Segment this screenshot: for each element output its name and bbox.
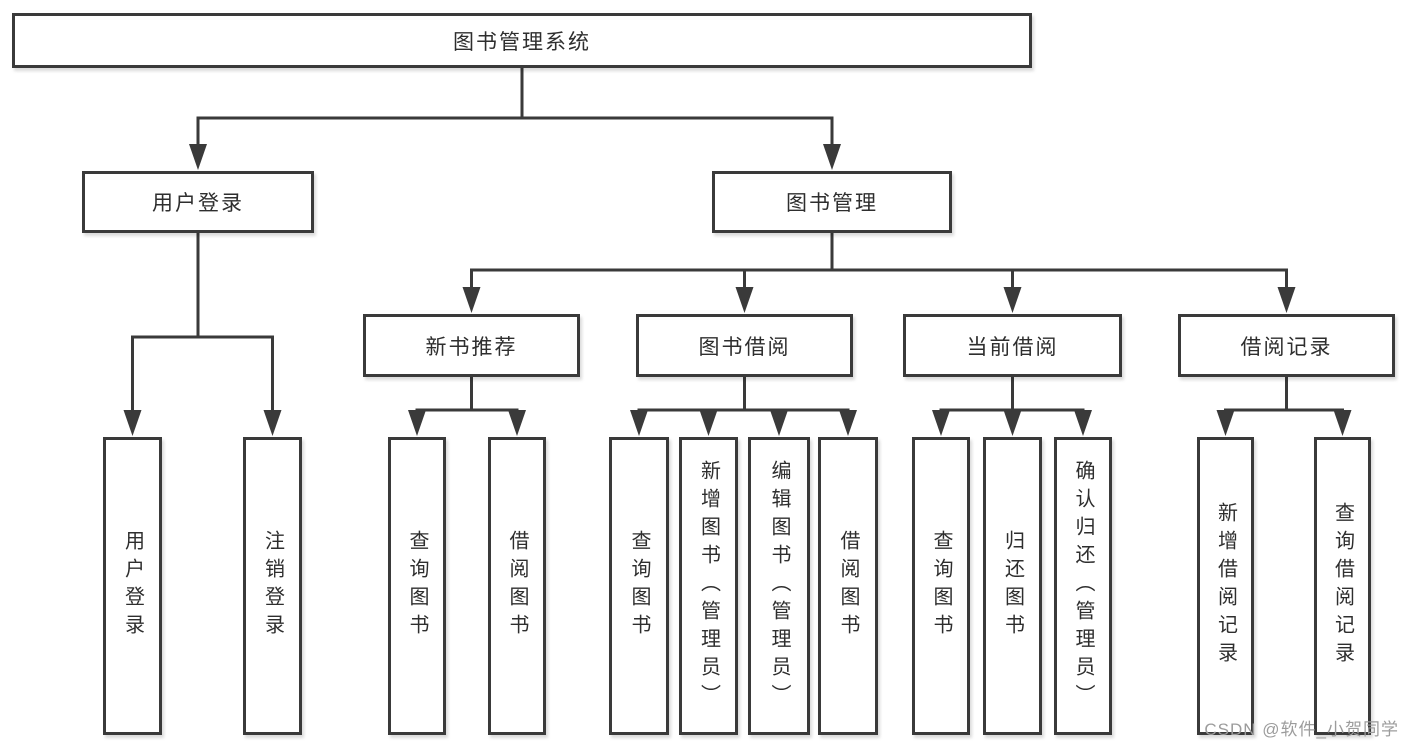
leaf-query-books-current: 查询图书 — [912, 437, 970, 735]
leaf-logout: 注销登录 — [243, 437, 302, 735]
node-borrow-records: 借阅记录 — [1178, 314, 1395, 377]
arrow-down-icon — [932, 410, 950, 436]
node-label: 新书推荐 — [425, 335, 518, 359]
csdn-watermark: CSDN @软件_小贺同学 — [1204, 720, 1399, 739]
node-label: 当前借阅 — [966, 335, 1059, 359]
arrow-down-icon — [1003, 410, 1022, 436]
leaf-label: 用户登录 — [121, 530, 144, 642]
arrow-down-icon — [735, 287, 754, 313]
arrow-down-icon — [770, 410, 788, 436]
leaf-borrow-books: 借阅图书 — [818, 437, 878, 735]
node-new-book-recommend: 新书推荐 — [363, 314, 580, 377]
node-label: 图书借阅 — [698, 335, 791, 359]
arrow-down-icon — [263, 410, 282, 436]
arrow-down-icon — [1074, 410, 1092, 436]
arrow-down-icon — [123, 410, 142, 436]
arrow-down-icon — [462, 287, 481, 313]
arrow-down-icon — [839, 410, 857, 436]
leaf-add-book-admin: 新增图书（管理员） — [679, 437, 738, 735]
leaf-query-borrow-record: 查询借阅记录 — [1314, 437, 1371, 735]
leaf-label: 借阅图书 — [506, 530, 528, 642]
leaf-label: 确认归还（管理员） — [1072, 460, 1094, 712]
node-user-login: 用户登录 — [82, 171, 314, 233]
node-library-system: 图书管理系统 — [12, 13, 1032, 68]
leaf-borrow-books-recommend: 借阅图书 — [488, 437, 546, 735]
arrow-down-icon — [823, 144, 841, 170]
arrow-down-icon — [189, 144, 207, 170]
leaf-label: 注销登录 — [261, 530, 284, 642]
leaf-return-book: 归还图书 — [983, 437, 1042, 735]
arrow-down-icon — [408, 410, 426, 436]
leaf-query-books-recommend: 查询图书 — [388, 437, 446, 735]
leaf-edit-book-admin: 编辑图书（管理员） — [748, 437, 810, 735]
node-book-borrow: 图书借阅 — [636, 314, 853, 377]
leaf-query-books-borrow: 查询图书 — [609, 437, 669, 735]
leaf-label: 查询借阅记录 — [1331, 502, 1354, 670]
node-label: 图书管理系统 — [453, 30, 591, 54]
arrow-down-icon — [1216, 410, 1235, 436]
node-label: 用户登录 — [152, 192, 244, 215]
arrowhead-icons — [123, 144, 1352, 436]
arrow-down-icon — [1333, 410, 1352, 436]
node-label: 图书管理 — [786, 192, 878, 215]
leaf-label: 归还图书 — [1001, 530, 1024, 642]
leaf-add-borrow-record: 新增借阅记录 — [1197, 437, 1254, 735]
node-book-management: 图书管理 — [712, 171, 952, 233]
leaf-label: 查询图书 — [628, 530, 650, 642]
node-current-borrow: 当前借阅 — [903, 314, 1122, 377]
arrow-down-icon — [699, 410, 718, 436]
node-label: 借阅记录 — [1240, 335, 1333, 359]
leaf-label: 借阅图书 — [837, 530, 859, 642]
leaf-user-login: 用户登录 — [103, 437, 162, 735]
leaf-label: 查询图书 — [930, 530, 952, 642]
leaf-label: 新增图书（管理员） — [697, 460, 720, 712]
leaf-confirm-return-admin: 确认归还（管理员） — [1054, 437, 1112, 735]
leaf-label: 编辑图书（管理员） — [768, 460, 790, 712]
arrow-down-icon — [630, 410, 648, 436]
leaf-label: 查询图书 — [406, 530, 428, 642]
arrow-down-icon — [508, 410, 526, 436]
arrow-down-icon — [1003, 287, 1022, 313]
arrow-down-icon — [1277, 287, 1296, 313]
leaf-label: 新增借阅记录 — [1214, 502, 1237, 670]
